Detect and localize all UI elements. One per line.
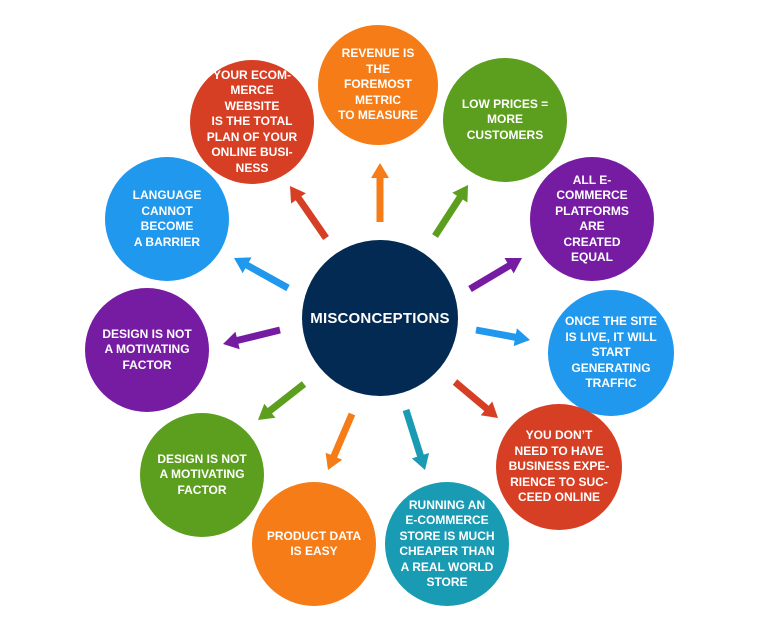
node-label: LANGUAGE CANNOT BECOME A BARRIER [132,188,202,249]
node-language-barrier: LANGUAGE CANNOT BECOME A BARRIER [105,157,229,281]
node-low-prices: LOW PRICES = MORE CUSTOMERS [443,58,567,182]
center-circle: MISCONCEPTIONS [302,240,458,396]
node-label: RUNNING AN E-COMMERCE STORE IS MUCH CHEA… [399,497,495,590]
node-label: REVENUE IS THE FOREMOST METRIC TO MEASUR… [338,46,418,123]
node-design-factor-green: DESIGN IS NOT A MOTIVATING FACTOR [140,413,264,537]
node-label: YOU DON’T NEED TO HAVE BUSINESS EXPE- RI… [508,428,610,505]
arrow-5 [402,408,430,470]
node-label: DESIGN IS NOT A MOTIVATING FACTOR [102,326,192,372]
node-label: ALL E-COMMERCE PLATFORMS ARE CREATED EQU… [555,172,629,265]
arrow-2 [468,258,522,292]
node-website-total-plan: YOUR ECOM- MERCE WEBSITE IS THE TOTAL PL… [190,60,314,184]
arrow-6 [325,412,356,470]
node-label: LOW PRICES = MORE CUSTOMERS [461,96,549,142]
arrow-8 [223,326,281,350]
node-business-experience: YOU DON’T NEED TO HAVE BUSINESS EXPE- RI… [496,404,622,530]
node-site-traffic: ONCE THE SITE IS LIVE, IT WILL START GEN… [548,290,674,416]
node-design-factor-purple: DESIGN IS NOT A MOTIVATING FACTOR [85,288,209,412]
center-label: MISCONCEPTIONS [310,309,450,327]
arrow-7 [258,381,307,420]
node-platforms-equal: ALL E-COMMERCE PLATFORMS ARE CREATED EQU… [530,157,654,281]
node-label: DESIGN IS NOT A MOTIVATING FACTOR [157,451,247,497]
arrow-0 [371,163,389,222]
node-product-data: PRODUCT DATA IS EASY [252,482,376,606]
node-store-cheaper: RUNNING AN E-COMMERCE STORE IS MUCH CHEA… [385,482,509,606]
node-label: ONCE THE SITE IS LIVE, IT WILL START GEN… [564,314,657,391]
arrow-3 [475,326,530,347]
arrow-9 [234,257,290,292]
node-revenue-metric: REVENUE IS THE FOREMOST METRIC TO MEASUR… [318,25,438,145]
arrow-4 [452,379,498,418]
node-label: PRODUCT DATA IS EASY [266,528,362,559]
arrow-1 [432,185,468,238]
node-label: YOUR ECOM- MERCE WEBSITE IS THE TOTAL PL… [206,67,298,175]
arrow-10 [290,186,329,240]
